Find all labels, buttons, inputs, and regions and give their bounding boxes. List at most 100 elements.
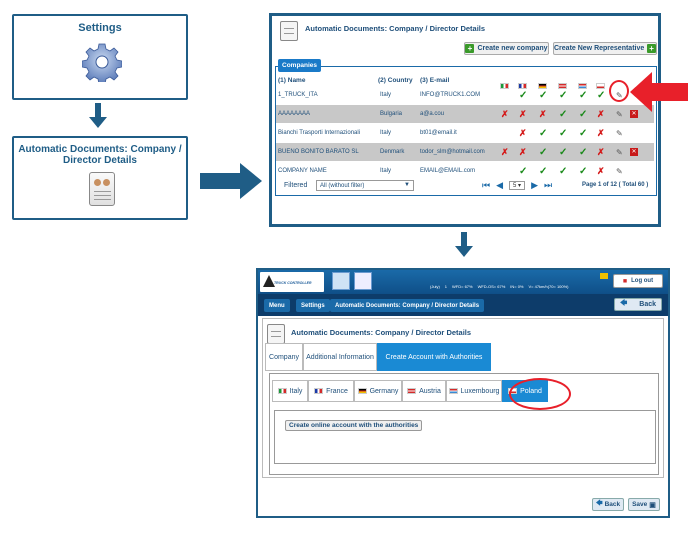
company-name: Bianchi Trasporti Internazionali — [278, 130, 361, 136]
filter-select[interactable]: All (without filter) ▼ — [316, 180, 414, 191]
col-email-header[interactable]: (3) E-mail — [420, 77, 450, 84]
country-label: Luxembourg — [460, 387, 500, 395]
highlight-circle-edit — [609, 80, 629, 102]
plus-icon: + — [647, 44, 656, 53]
company-name: BUENO BONITO BARATO SL — [278, 149, 359, 155]
page-size-select[interactable]: 5 ▾ — [509, 180, 526, 190]
logo: TRUCK CONTROLLER — [260, 272, 324, 292]
last-page-icon[interactable]: ⏭ — [543, 179, 553, 190]
page-doc-icon — [267, 324, 285, 344]
check-icon: ✓ — [579, 127, 588, 139]
gear-icon — [82, 43, 122, 82]
status-wfd: WFD= 67% — [452, 284, 473, 289]
prev-page-icon[interactable]: ◀ — [496, 179, 504, 190]
auto-docs-card[interactable]: Automatic Documents: Company / Director … — [12, 136, 188, 220]
flag-germany-icon — [357, 388, 367, 394]
flag-germany-icon — [538, 82, 547, 89]
check-icon: ✓ — [539, 146, 548, 158]
col-name-header[interactable]: (1) Name — [278, 77, 306, 84]
edit-pencil-icon[interactable]: ✎ — [616, 109, 623, 119]
check-icon: ✓ — [519, 89, 528, 101]
company-name: 1_TRUCK_ITA — [278, 92, 318, 98]
bottom-back-button[interactable]: 🡄Back — [592, 498, 624, 511]
save-label: Save — [632, 501, 648, 508]
create-online-account-button[interactable]: Create online account with the authoriti… — [285, 420, 423, 431]
arrow-right-icon — [200, 163, 262, 199]
flag-italy-icon — [500, 82, 509, 89]
company-name: AAAAAAAA — [278, 111, 311, 117]
country-label: Italy — [289, 387, 303, 395]
country-tab-france[interactable]: France — [308, 380, 354, 402]
edit-pencil-icon[interactable]: ✎ — [616, 128, 623, 138]
page-size-value: 5 — [513, 182, 517, 189]
check-icon: ✓ — [539, 165, 548, 177]
auto-docs-title: Automatic Documents: Company / Director … — [18, 144, 182, 166]
company-email: EMAIL@EMAIL.com — [420, 168, 476, 174]
tab-company[interactable]: Company — [265, 343, 303, 371]
cross-icon: ✗ — [519, 127, 527, 138]
breadcrumb-settings[interactable]: Settings — [296, 299, 330, 312]
edit-pencil-icon[interactable]: ✎ — [616, 147, 623, 157]
check-icon: ✓ — [519, 165, 528, 177]
flag-france-icon — [518, 82, 527, 89]
header-back-button[interactable]: 🡄Back — [614, 298, 662, 311]
chevron-down-icon: ▼ — [404, 182, 410, 188]
cross-icon: ✗ — [519, 146, 527, 157]
logout-button[interactable]: ■Log out — [613, 274, 663, 288]
status-wfd-os: WFD-OS= 67% — [477, 284, 506, 289]
check-icon: ✓ — [559, 108, 568, 120]
company-country: Bulgaria — [380, 111, 403, 117]
country-tab-luxembourg[interactable]: Luxembourg — [446, 380, 502, 402]
back-arrow-icon: 🡄 — [620, 300, 628, 307]
logo-triangle-icon — [263, 275, 275, 287]
col-country-header[interactable]: (2) Country — [378, 77, 413, 84]
mail-icon[interactable] — [600, 273, 608, 279]
create-representative-button[interactable]: Create New Representative+ — [553, 42, 657, 55]
companies-section-label: Companies — [278, 59, 322, 72]
status-count: 1 — [444, 284, 448, 289]
logout-icon: ■ — [622, 277, 628, 285]
country-tab-italy[interactable]: Italy — [272, 380, 308, 402]
settings-card[interactable]: Settings — [12, 14, 188, 100]
tab-additional-information[interactable]: Additional Information — [303, 343, 377, 371]
company-country: Italy — [380, 130, 392, 136]
status-in: IN= 0% — [510, 284, 524, 289]
create-company-button[interactable]: +Create new company — [464, 42, 549, 55]
company-list-screenshot: Automatic Documents: Company / Director … — [269, 13, 661, 227]
country-tab-austria[interactable]: Austria — [402, 380, 446, 402]
first-page-icon[interactable]: ⏮ — [482, 179, 491, 190]
country-label: Austria — [419, 387, 441, 395]
arrow-down-1-head — [89, 117, 107, 128]
breadcrumb-current: Automatic Documents: Company / Director … — [330, 299, 485, 312]
account-screenshot: TRUCK CONTROLLER (July) 1 WFD= 67% WFD-O… — [256, 268, 670, 518]
country-tab-germany[interactable]: Germany — [354, 380, 402, 402]
floppy-icon: ▣ — [649, 501, 656, 509]
create-company-label: Create new company — [477, 45, 548, 52]
truck-front-icon[interactable] — [354, 272, 372, 290]
country-label: Germany — [369, 387, 399, 395]
app-header: TRUCK CONTROLLER (July) 1 WFD= 67% WFD-O… — [258, 270, 668, 294]
save-button[interactable]: Save▣ — [628, 498, 660, 511]
delete-icon[interactable]: ✕ — [630, 110, 638, 118]
cross-icon: ✗ — [597, 127, 605, 138]
truck-icon[interactable] — [332, 272, 350, 290]
edit-pencil-icon[interactable]: ✎ — [616, 166, 623, 176]
breadcrumb-menu[interactable]: Menu — [264, 299, 290, 312]
cross-icon: ✗ — [539, 108, 547, 119]
tab-create-account[interactable]: Create Account with Authorities — [377, 343, 491, 371]
flag-luxembourg-icon — [578, 82, 587, 89]
next-page-icon[interactable]: ▶ — [531, 179, 538, 190]
delete-icon[interactable]: ✕ — [630, 148, 638, 156]
plus-icon: + — [465, 44, 475, 53]
flag-austria-icon — [407, 388, 417, 394]
check-icon: ✓ — [579, 89, 588, 101]
company-country: Italy — [380, 168, 392, 174]
content-panel: Automatic Documents: Company / Director … — [262, 318, 664, 478]
company-name: COMPANY NAME — [278, 168, 327, 174]
